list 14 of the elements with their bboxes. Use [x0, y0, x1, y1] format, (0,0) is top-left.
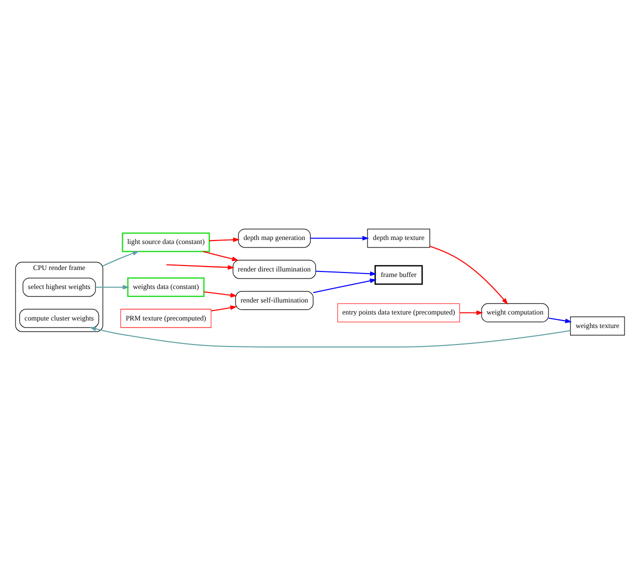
arrow — [548, 318, 572, 324]
arrow — [166, 264, 234, 270]
arrow — [211, 305, 237, 312]
arrow — [209, 237, 240, 242]
arrow — [316, 270, 377, 276]
arrow — [202, 251, 239, 262]
arrow — [310, 236, 370, 241]
arrow — [95, 284, 130, 290]
arrow — [90, 326, 570, 348]
arrow — [204, 291, 238, 298]
arrow — [430, 246, 508, 305]
arrow — [460, 310, 484, 316]
arrow — [313, 278, 377, 294]
arrow — [102, 251, 140, 266]
